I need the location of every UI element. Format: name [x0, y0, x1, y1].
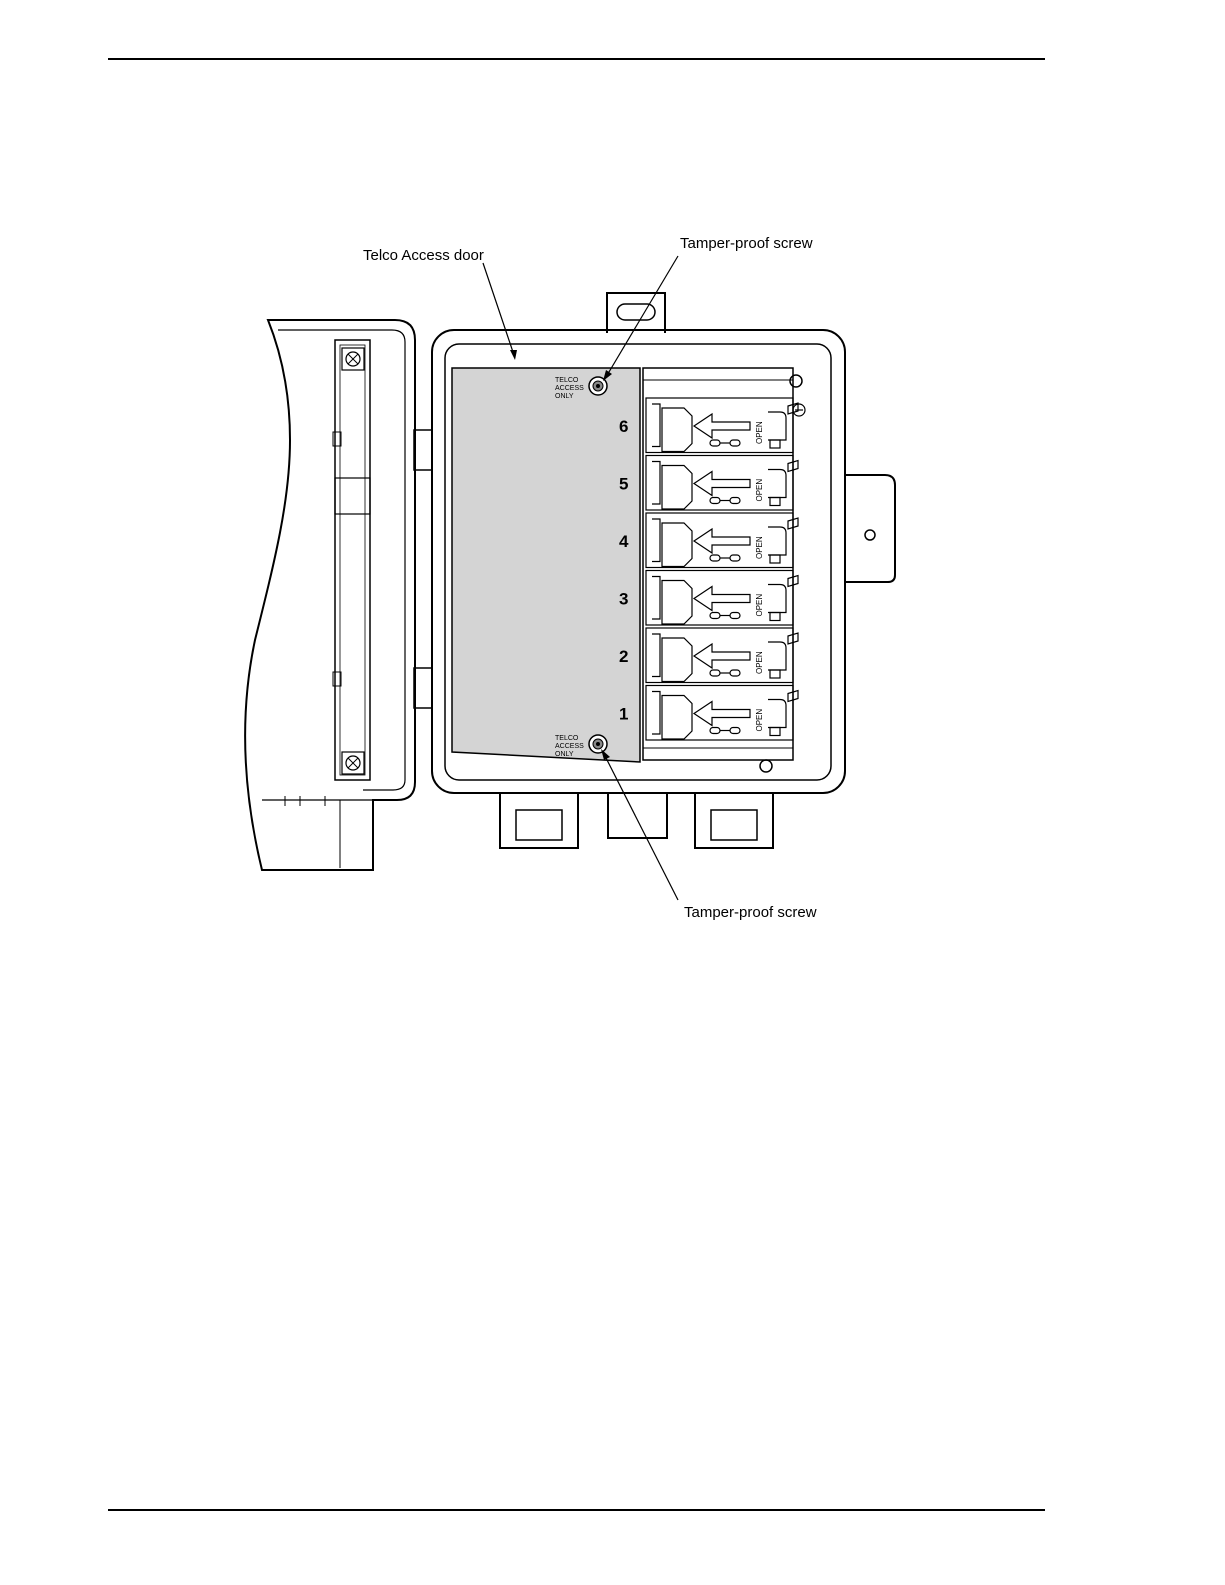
slot-door-lip: [768, 470, 786, 498]
slot-connector: [662, 696, 692, 740]
label-tamper-proof-screw-bottom: Tamper-proof screw: [684, 904, 817, 921]
slot-row-6[interactable]: [646, 398, 798, 453]
slot-tab: [770, 498, 780, 506]
label-telco-access-door: Telco Access door: [363, 247, 484, 264]
slot-jack: [652, 692, 660, 735]
slot-number-label: 6: [619, 417, 628, 436]
cover-screw-bottom-icon: [342, 752, 364, 774]
telco-access-only-bottom-line1: TELCO: [555, 735, 579, 742]
slot-latch-left: [710, 670, 720, 676]
open-arrow-icon: [694, 587, 750, 611]
slot-door-lip: [768, 700, 786, 728]
slot-tab: [770, 440, 780, 448]
slot-latch-left: [710, 498, 720, 504]
slot-connector: [662, 581, 692, 625]
slot-connector: [662, 408, 692, 452]
slot-jack: [652, 577, 660, 620]
telco-access-only-top-line1: TELCO: [555, 377, 579, 384]
slot-jack: [652, 462, 660, 505]
slot-connector: [662, 638, 692, 682]
slot-door-lip: [768, 412, 786, 440]
slot-jack: [652, 404, 660, 447]
slot-open-label: OPEN: [755, 536, 764, 559]
slot-latch-right: [730, 440, 740, 446]
slot-number-label: 1: [619, 705, 628, 724]
open-arrow-icon: [694, 472, 750, 496]
slot-row-2[interactable]: [646, 628, 798, 683]
slot-latch-right: [730, 613, 740, 619]
telco-access-only-top-line3: ONLY: [555, 393, 574, 400]
slot-row-1[interactable]: [646, 686, 798, 741]
slot-open-label: OPEN: [755, 709, 764, 732]
open-arrow-icon: [694, 702, 750, 726]
slot-connector: [662, 523, 692, 567]
cover-screw-top-icon: [342, 348, 364, 370]
slot-connector: [662, 466, 692, 510]
slot-latch-left: [710, 613, 720, 619]
slot-number-label: 2: [619, 647, 628, 666]
slot-door-lip: [768, 585, 786, 613]
module-screw-icon: [793, 404, 805, 416]
open-arrow-icon: [694, 529, 750, 553]
slot-row-4[interactable]: [646, 513, 798, 568]
tamper-proof-screw-bottom-icon: [589, 735, 607, 753]
slot-jack: [652, 519, 660, 562]
slot-latch-left: [710, 555, 720, 561]
slot-open-label: OPEN: [755, 421, 764, 444]
slot-open-label: OPEN: [755, 479, 764, 502]
slot-number-label: 3: [619, 590, 628, 609]
slot-tab: [770, 555, 780, 563]
telco-access-only-bottom-line3: ONLY: [555, 751, 574, 758]
slot-tab: [770, 728, 780, 736]
slot-row-3[interactable]: [646, 571, 798, 626]
slot-latch-left: [710, 440, 720, 446]
telco-access-door[interactable]: [452, 368, 640, 762]
slot-open-label: OPEN: [755, 651, 764, 674]
slot-jack: [652, 634, 660, 677]
slot-tab: [770, 613, 780, 621]
open-arrow-icon: [694, 414, 750, 438]
slot-latch-right: [730, 670, 740, 676]
slot-latch-right: [730, 728, 740, 734]
slot-number-label: 4: [619, 532, 629, 551]
label-tamper-proof-screw-top: Tamper-proof screw: [680, 235, 813, 252]
slot-latch-left: [710, 728, 720, 734]
enclosure-cover: [245, 320, 432, 870]
slot-open-label: OPEN: [755, 594, 764, 617]
telco-access-only-bottom-line2: ACCESS: [555, 743, 584, 750]
slot-latch-right: [730, 555, 740, 561]
telco-access-only-top-line2: ACCESS: [555, 385, 584, 392]
slot-door-lip: [768, 642, 786, 670]
slot-row-5[interactable]: [646, 456, 798, 511]
slot-door-lip: [768, 527, 786, 555]
open-arrow-icon: [694, 644, 750, 668]
slot-latch-right: [730, 498, 740, 504]
slot-number-label: 5: [619, 475, 628, 494]
slot-tab: [770, 670, 780, 678]
